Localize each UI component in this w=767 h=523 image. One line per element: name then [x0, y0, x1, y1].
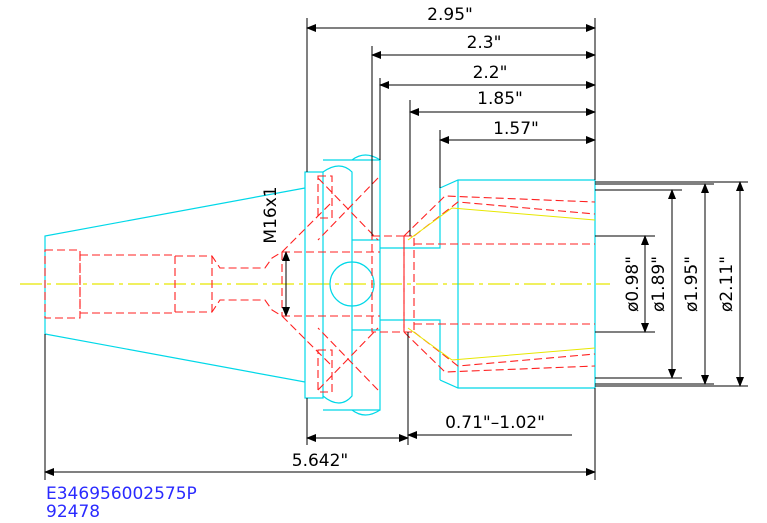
dim-gauge-range: 0.71"–1.02": [445, 413, 545, 433]
dim-2-3: 2.3": [467, 33, 502, 53]
thread-label: M16x1: [261, 186, 281, 243]
dia-1-95: ø1.95": [682, 256, 702, 312]
dia-0-98: ø0.98": [623, 256, 643, 312]
holder-outline: [44, 154, 596, 416]
dim-2-95: 2.95": [427, 5, 473, 25]
collet-taper-lines: [407, 207, 596, 361]
dimension-lines: [44, 18, 748, 480]
dia-1-89: ø1.89": [649, 256, 669, 312]
dia-2-11: ø2.11": [717, 256, 737, 312]
dim-overall: 5.642": [292, 451, 349, 471]
item-number: 92478: [46, 502, 101, 522]
dim-1-85: 1.85": [477, 89, 523, 109]
dim-1-57: 1.57": [493, 119, 539, 139]
dim-2-2: 2.2": [473, 63, 508, 83]
part-number: E346956002575P: [46, 484, 197, 504]
